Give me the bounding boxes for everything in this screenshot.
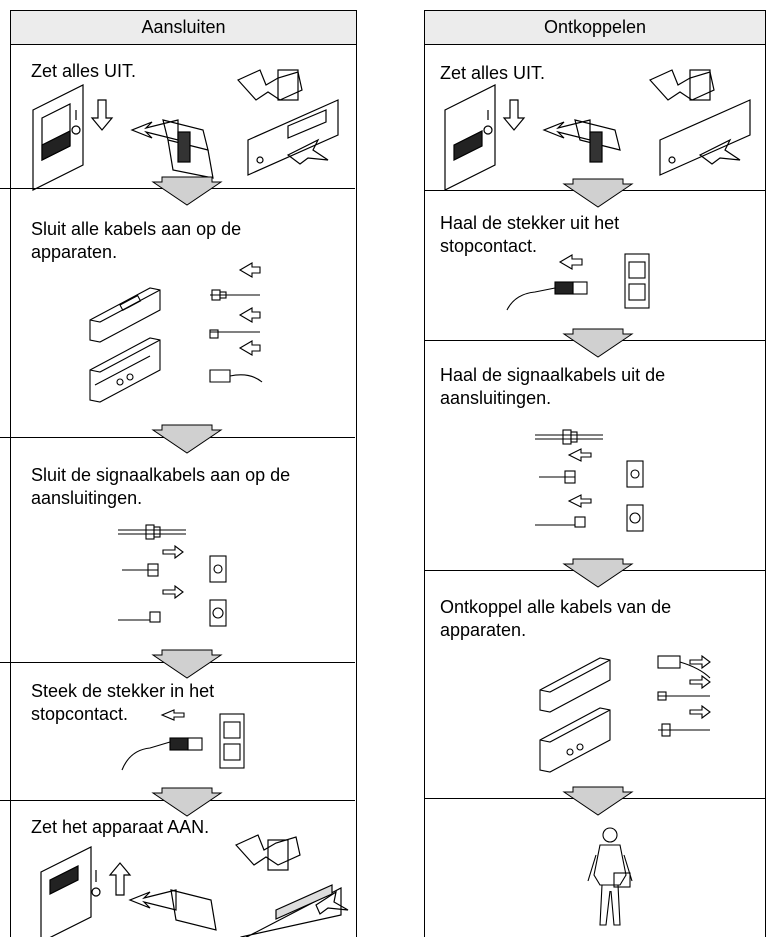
disconnect-step-4-text: Ontkoppel alle kabels van de apparaten.: [440, 597, 672, 640]
connect-step-4-text: Steek de stekker in het stopcontact.: [31, 681, 215, 724]
person-walking-illustration: [587, 827, 633, 926]
disconnect-step-3-text: Haal de signaalkabels uit de aansluiting…: [440, 365, 666, 408]
connect-column-title: Aansluiten: [11, 10, 356, 45]
plug-outlet-illustration: [506, 253, 650, 311]
disconnect-column: Ontkoppelen: [424, 10, 766, 937]
connect-step-5-text: Zet het apparaat AAN.: [31, 817, 210, 837]
down-arrow-icon: [151, 176, 223, 206]
connect-step-3-text: Sluit de signaalkabels aan op de aanslui…: [31, 465, 291, 508]
plug-outlet-illustration: [121, 709, 245, 771]
power-switch-off-illustration: [32, 69, 339, 191]
disconnect-step-2-text: Haal de stekker uit het stopcontact.: [440, 213, 620, 256]
power-switch-off-illustration: [444, 69, 751, 191]
devices-cables-illustration: [89, 262, 263, 403]
connect-step-1-text: Zet alles UIT.: [31, 61, 137, 81]
power-switch-on-illustration: [40, 834, 349, 937]
down-arrow-icon: [151, 787, 223, 817]
down-arrow-icon: [562, 786, 634, 816]
devices-cables-illustration: [539, 654, 711, 773]
connect-column: Aansluiten: [10, 10, 357, 937]
disconnect-step-1-text: Zet alles UIT.: [440, 63, 546, 83]
down-arrow-icon: [151, 424, 223, 454]
down-arrow-icon: [562, 328, 634, 358]
down-arrow-icon: [562, 558, 634, 588]
down-arrow-icon: [562, 178, 634, 208]
disconnect-column-title: Ontkoppelen: [425, 10, 765, 45]
down-arrow-icon: [151, 649, 223, 679]
signal-cables-illustration: [535, 429, 644, 532]
signal-cables-illustration: [118, 524, 227, 627]
connect-step-2-text: Sluit alle kabels aan op de apparaten.: [31, 219, 242, 262]
